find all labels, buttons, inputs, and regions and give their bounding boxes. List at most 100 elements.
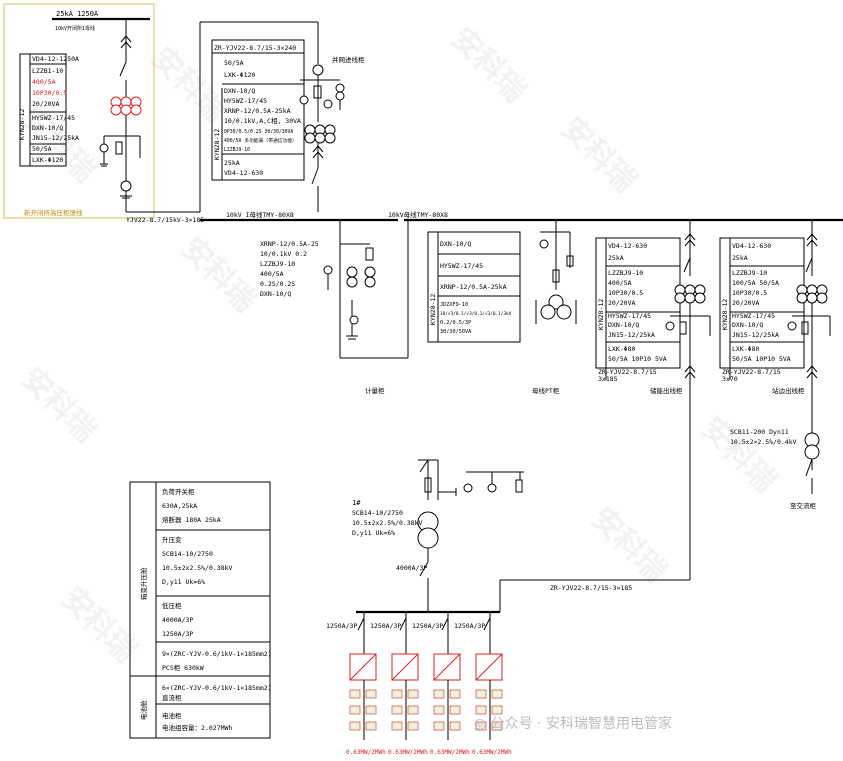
svg-text:9×(ZRC-YJV-0.6/1kV-1×185mm2): 9×(ZRC-YJV-0.6/1kV-1×185mm2) <box>162 650 272 658</box>
svg-text:DXN-10/Q: DXN-10/Q <box>608 321 639 329</box>
svg-text:HY5WZ-17/45: HY5WZ-17/45 <box>608 312 651 320</box>
svg-text:1250A/3P: 1250A/3P <box>326 622 357 630</box>
pcs-unit-2: 0.63MW/2MWh <box>388 653 428 756</box>
svg-text:DXN-10/Q: DXN-10/Q <box>440 240 471 248</box>
svg-text:VD4-12-630: VD4-12-630 <box>224 169 263 177</box>
svg-text:DXN-10/Q: DXN-10/Q <box>32 124 63 132</box>
svg-text:4000A/3P: 4000A/3P <box>162 616 193 624</box>
svg-text:SCB14-10/2750: SCB14-10/2750 <box>352 509 403 517</box>
svg-text:ZR-YJV22-8.7/15-3×185: ZR-YJV22-8.7/15-3×185 <box>550 584 632 592</box>
svg-text:3x70: 3x70 <box>722 375 738 383</box>
svg-text:400/5A: 400/5A <box>260 270 284 278</box>
svg-text:负荷开关柜: 负荷开关柜 <box>162 487 195 496</box>
wechat-icon: ◎ <box>474 716 487 732</box>
svg-text:并网进线柜: 并网进线柜 <box>332 55 365 64</box>
svg-text:30/30/50VA: 30/30/50VA <box>440 329 472 335</box>
svg-text:直流柜: 直流柜 <box>162 693 182 702</box>
svg-text:LXK-Φ80: LXK-Φ80 <box>732 345 759 353</box>
svg-text:10/0.1kV,A,C相, 30VA: 10/0.1kV,A,C相, 30VA <box>224 116 301 125</box>
ct-rings-red <box>110 96 142 116</box>
svg-text:ZR-YJV22-8.7/15: ZR-YJV22-8.7/15 <box>598 368 657 376</box>
svg-text:KYN28-12: KYN28-12 <box>213 129 221 160</box>
svg-text:LZZBJ9-10: LZZBJ9-10 <box>224 147 250 153</box>
svg-text:50/5A 10P10 5VA: 50/5A 10P10 5VA <box>608 355 667 363</box>
svg-text:SCB14-10/2750: SCB14-10/2750 <box>162 550 213 558</box>
svg-text:0.2/0.5/3P: 0.2/0.5/3P <box>440 320 471 326</box>
svg-text:LXK-Φ120: LXK-Φ120 <box>224 71 255 79</box>
svg-text:25kA: 25kA <box>732 254 748 262</box>
svg-text:JN15-12/25kA: JN15-12/25kA <box>32 134 79 142</box>
lv-feeders: 1250A/3P 1250A/3P 1250A/3P 1250A/3P <box>326 612 491 654</box>
spec-table <box>19 53 67 167</box>
svg-text:20/20VA: 20/20VA <box>608 299 635 307</box>
svg-text:HY5WZ-17/45: HY5WZ-17/45 <box>732 312 775 320</box>
svg-text:0.63MW/2MWh: 0.63MW/2MWh <box>430 749 470 756</box>
svg-text:HY5WZ-17/45: HY5WZ-17/45 <box>224 97 267 105</box>
svg-text:ZR-YJV22-8.7/15-3×240: ZR-YJV22-8.7/15-3×240 <box>214 44 296 52</box>
legend-table: 箱变升压舱 电池舱 负荷开关柜 630A,25kA 熔断器 180A 25kA … <box>129 481 272 739</box>
svg-text:电池组容量：2.027MWh: 电池组容量：2.027MWh <box>162 723 232 732</box>
station-outgoing-cabinet: KYN28-12 VD4-12-630 25kA LZZBJ9-10 100/5… <box>719 220 831 510</box>
svg-text:0.63MW/2MWh: 0.63MW/2MWh <box>346 749 386 756</box>
svg-text:10/0.1kV 0.2: 10/0.1kV 0.2 <box>260 250 307 258</box>
svg-text:10kV开闭所I母线: 10kV开闭所I母线 <box>55 25 95 32</box>
svg-text:630A,25kA: 630A,25kA <box>162 502 197 510</box>
svg-text:新开闭所高压柜馈线: 新开闭所高压柜馈线 <box>24 208 83 217</box>
svg-text:KYN28-12: KYN28-12 <box>721 299 729 330</box>
svg-text:安科瑞: 安科瑞 <box>144 41 232 129</box>
svg-text:50/5A: 50/5A <box>32 145 52 153</box>
svg-text:10P30/0.5: 10P30/0.5 <box>608 289 643 297</box>
watermark-badge: ◎ 公众号 · 安科瑞智慧用电管家 <box>474 713 672 733</box>
pcs-unit-4: 0.63MW/2MWh <box>472 653 512 756</box>
ct-rings <box>674 284 706 304</box>
svg-text:XRNP-12/0.5A-25: XRNP-12/0.5A-25 <box>260 240 319 248</box>
pt-cabinet: KYN28-12 DXN-10/Q HY5WZ-17/45 XRNP-12/0.… <box>427 220 577 395</box>
svg-text:HY5WZ-17/45: HY5WZ-17/45 <box>32 114 75 122</box>
svg-text:10.5±2x2.5%/0.38kV: 10.5±2x2.5%/0.38kV <box>352 519 423 527</box>
svg-text:升压变: 升压变 <box>162 535 182 544</box>
svg-text:1250A/3P: 1250A/3P <box>412 622 443 630</box>
svg-text:4000A/3P: 4000A/3P <box>396 564 427 572</box>
svg-text:DXN-10/Q: DXN-10/Q <box>732 321 763 329</box>
svg-text:安科瑞: 安科瑞 <box>584 501 672 589</box>
svg-text:LZZB1-10: LZZB1-10 <box>32 67 63 75</box>
svg-text:安科瑞: 安科瑞 <box>174 231 262 319</box>
svg-text:VD4-12-1250A: VD4-12-1250A <box>32 55 79 63</box>
svg-text:HY5WZ-17/45: HY5WZ-17/45 <box>440 262 483 270</box>
svg-text:LZZBJ9-10: LZZBJ9-10 <box>260 260 295 268</box>
svg-text:3x185: 3x185 <box>598 375 618 383</box>
svg-text:熔断器 180A 25kA: 熔断器 180A 25kA <box>162 515 221 524</box>
watermark-text: 公众号 · 安科瑞智慧用电管家 <box>490 716 673 732</box>
svg-text:DXN-10/Q: DXN-10/Q <box>260 290 291 298</box>
svg-text:10.5±2x2.5%/0.38kV: 10.5±2x2.5%/0.38kV <box>162 564 233 572</box>
svg-text:母线PT柜: 母线PT柜 <box>532 386 560 395</box>
svg-text:安科瑞: 安科瑞 <box>554 111 642 199</box>
svg-text:10kV I母线TMY-80X8: 10kV I母线TMY-80X8 <box>226 210 294 219</box>
svg-text:25kA 1250A: 25kA 1250A <box>56 10 99 18</box>
svg-text:电池舱: 电池舱 <box>139 700 148 720</box>
svg-text:10.5±2×2.5%/0.4kV: 10.5±2×2.5%/0.4kV <box>730 438 797 446</box>
svg-text:YJV22-8.7/15kV-3×185: YJV22-8.7/15kV-3×185 <box>126 216 204 224</box>
svg-text:1250A/3P: 1250A/3P <box>454 622 485 630</box>
svg-text:LZZBJ9-10: LZZBJ9-10 <box>732 269 767 277</box>
svg-text:10P30/0.5: 10P30/0.5 <box>732 289 767 297</box>
svg-text:0P30/0.5/0.2S 30/30/30VA: 0P30/0.5/0.2S 30/30/30VA <box>224 129 293 135</box>
metering-cabinet: XRNP-12/0.5A-25 10/0.1kV 0.2 LZZBJ9-10 4… <box>260 220 409 395</box>
svg-text:1250A/3P: 1250A/3P <box>162 630 193 638</box>
svg-text:50/5A: 50/5A <box>224 59 244 67</box>
svg-text:0.63MW/2MWh: 0.63MW/2MWh <box>472 749 512 756</box>
svg-text:LXK-Φ120: LXK-Φ120 <box>32 156 63 164</box>
transformer-1: 1# SCB14-10/2750 10.5±2x2.5%/0.38kV D,y1… <box>352 459 632 614</box>
svg-text:储能出线柜: 储能出线柜 <box>650 386 683 395</box>
svg-text:计量柜: 计量柜 <box>365 386 385 395</box>
svg-text:KYN28-12: KYN28-12 <box>597 299 605 330</box>
svg-text:至交流柜: 至交流柜 <box>790 501 817 510</box>
pcs-unit-3: 0.63MW/2MWh <box>430 653 470 756</box>
svg-text:KYN28-12: KYN28-12 <box>429 294 437 325</box>
svg-text:25kA: 25kA <box>224 159 240 167</box>
svg-text:0.63MW/2MWh: 0.63MW/2MWh <box>388 749 428 756</box>
pcs-units: 0.63MW/2MWh 0.63MW/2MWh 0.63MW/2MWh <box>346 653 512 756</box>
svg-text:LZZBJ9-10: LZZBJ9-10 <box>608 269 643 277</box>
svg-text:VD4-12-630: VD4-12-630 <box>732 242 771 250</box>
